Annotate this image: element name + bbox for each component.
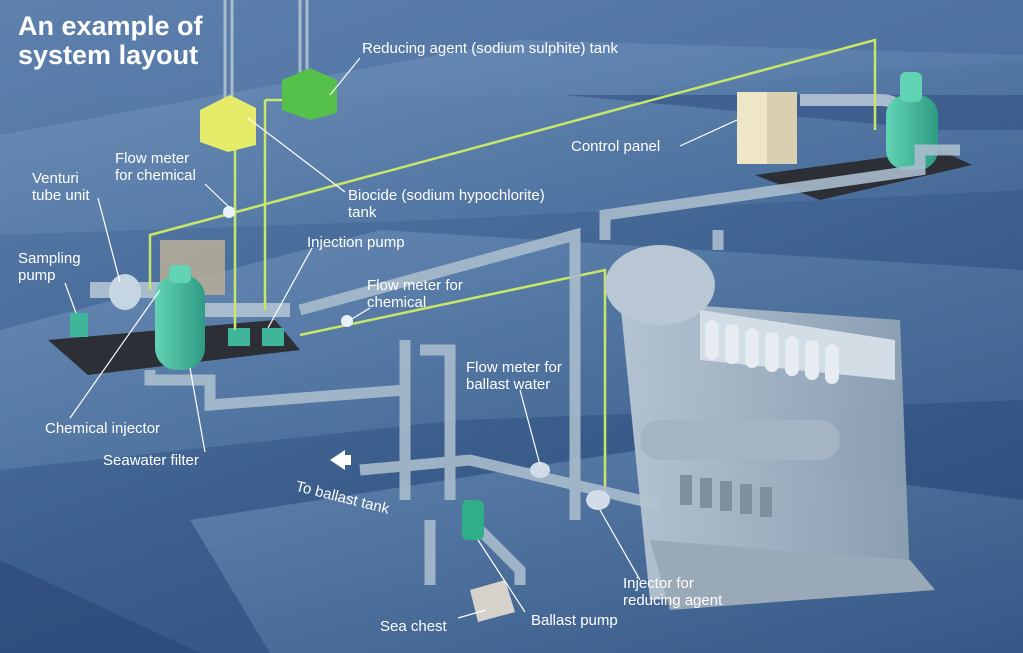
control-filter-unit <box>886 95 938 170</box>
reducing-injector-icon <box>586 490 610 510</box>
reducing-agent-tank-icon <box>282 68 337 120</box>
label-venturi-tube-unit: Venturi tube unit <box>32 170 90 204</box>
diagram-title: An example of system layout <box>18 12 203 70</box>
label-line: tube unit <box>32 187 90 204</box>
treatment-platform <box>48 240 300 375</box>
label-line: Flow meter <box>115 150 190 167</box>
label-line: Biocide (sodium hypochlorite) <box>348 187 545 204</box>
label-ballast-pump: Ballast pump <box>531 612 618 629</box>
label-line: pump <box>18 267 56 284</box>
label-line: Flow meter for <box>367 277 463 294</box>
label-injection-pump: Injection pump <box>307 234 405 251</box>
label-flow-meter-chemical-mid: Flow meter for chemical <box>367 277 463 311</box>
main-engine <box>605 245 935 610</box>
label-biocide-tank: Biocide (sodium hypochlorite) tank <box>348 187 545 221</box>
ballast-pump-unit <box>462 500 484 540</box>
title-line-1: An example of <box>18 11 203 41</box>
label-flow-meter-chemical-top: Flow meter for chemical <box>115 150 196 184</box>
label-flow-meter-ballast: Flow meter for ballast water <box>466 359 562 393</box>
label-line: tank <box>348 204 377 221</box>
flow-meter-chemical-top-icon <box>223 206 235 218</box>
seawater-filter-unit <box>155 275 205 370</box>
label-line: reducing agent <box>623 592 723 609</box>
label-line: Flow meter for <box>466 359 562 376</box>
left-arrow-icon <box>330 450 345 470</box>
label-injector-reducing-agent: Injector for reducing agent <box>623 575 722 609</box>
injection-pump-unit <box>262 328 284 346</box>
chemical-tanks <box>200 0 337 152</box>
label-sea-chest: Sea chest <box>380 618 447 635</box>
label-line: for chemical <box>115 167 196 184</box>
label-line: ballast water <box>466 376 551 393</box>
biocide-tank-icon <box>200 95 256 152</box>
title-line-2: system layout <box>18 40 199 70</box>
label-line: chemical <box>367 294 427 311</box>
label-control-panel: Control panel <box>571 138 661 155</box>
flow-meter-chemical-mid-icon <box>341 315 353 327</box>
sampling-pump-unit <box>70 313 88 337</box>
label-line: Venturi <box>32 170 79 187</box>
label-chemical-injector: Chemical injector <box>45 420 161 437</box>
label-sampling-pump: Sampling pump <box>18 250 81 284</box>
flow-meter-ballast-icon <box>530 462 550 478</box>
label-reducing-agent-tank: Reducing agent (sodium sulphite) tank <box>362 40 618 57</box>
leader-lines <box>64 57 738 619</box>
ballast-pipes <box>144 144 960 585</box>
label-seawater-filter: Seawater filter <box>103 452 199 469</box>
middle-deck <box>0 230 1023 470</box>
label-line: Sampling <box>18 250 81 267</box>
label-line: Injector for <box>623 575 694 592</box>
